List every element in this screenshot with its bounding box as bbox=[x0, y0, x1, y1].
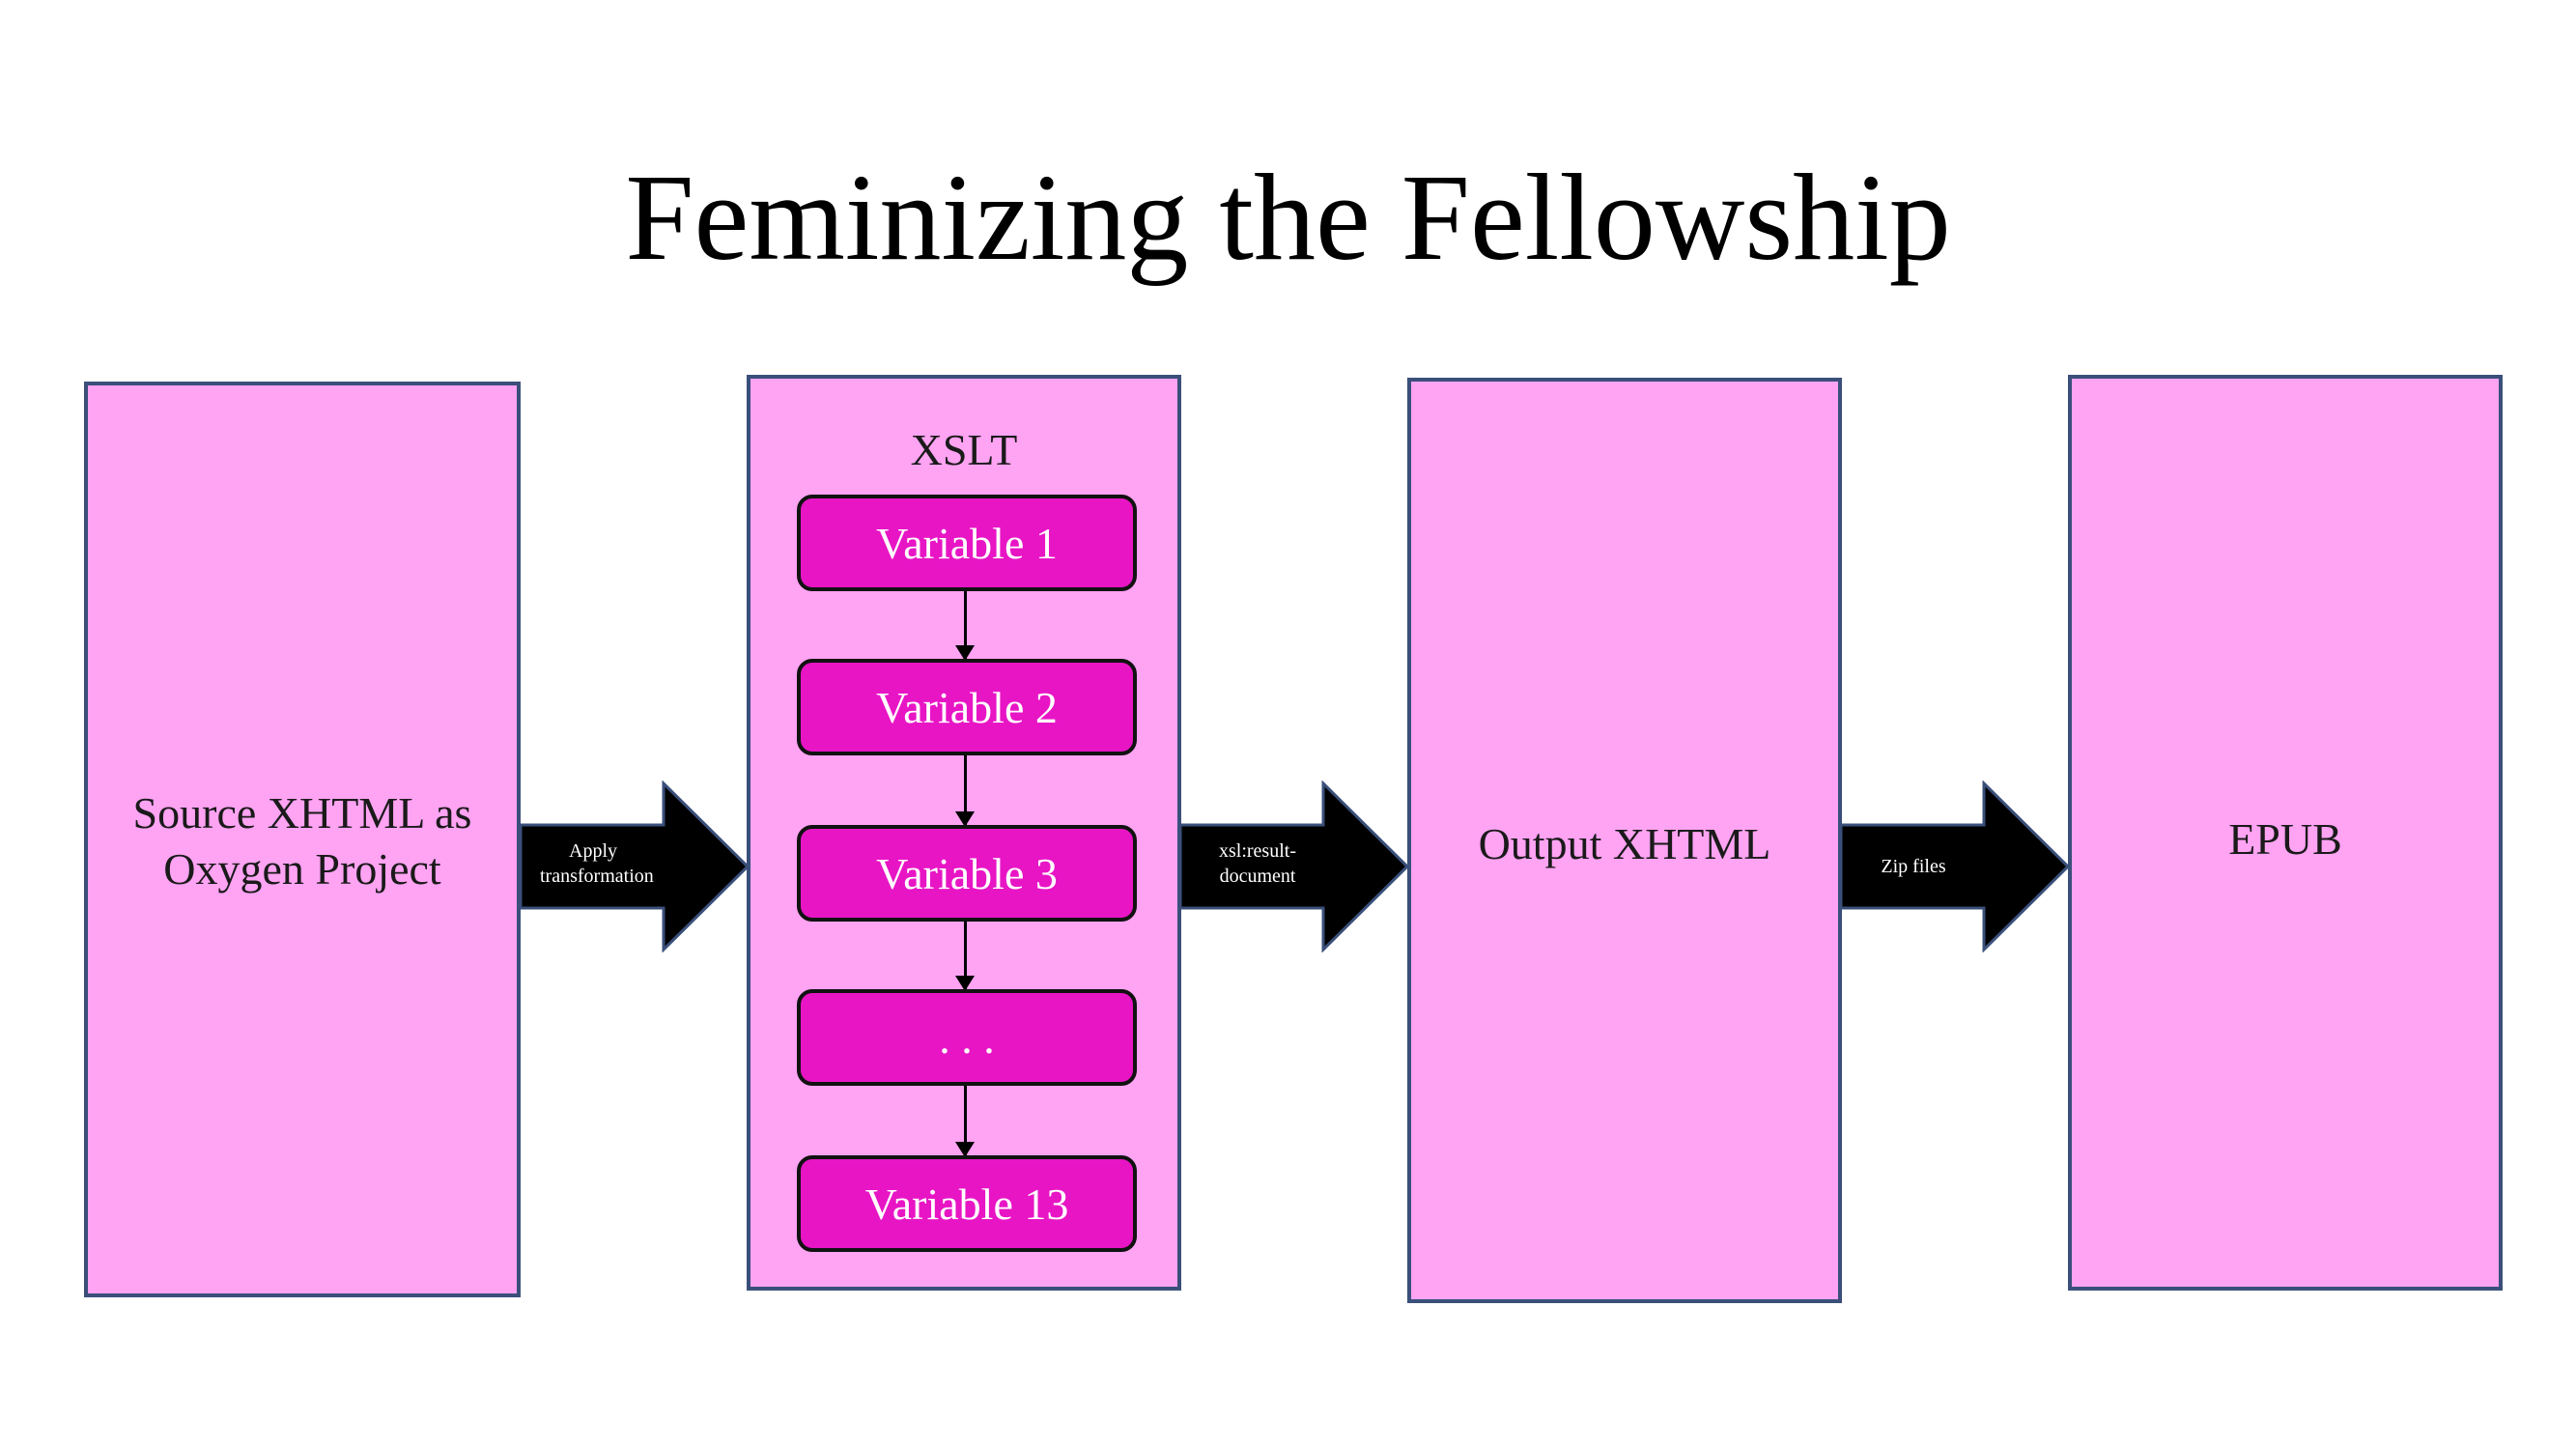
source-box-label: Source XHTML as Oxygen Project bbox=[132, 788, 472, 894]
variable-box-2: Variable 2 bbox=[797, 659, 1137, 755]
variable-box-ellipsis: . . . bbox=[797, 989, 1137, 1086]
connector-4 bbox=[955, 1086, 975, 1157]
apply-transformation-arrow: Apply transformation bbox=[521, 781, 750, 952]
variable-box-13: Variable 13 bbox=[797, 1155, 1137, 1252]
apply-transformation-label: Apply transformation bbox=[540, 840, 654, 887]
connector-1 bbox=[955, 591, 975, 661]
arrow-shape bbox=[1841, 781, 2071, 952]
epub-box: EPUB bbox=[2068, 375, 2503, 1291]
result-document-label: xsl:result-document bbox=[1219, 840, 1296, 887]
arrow-shape bbox=[521, 781, 750, 952]
output-box: Output XHTML bbox=[1407, 378, 1842, 1303]
arrow-shape bbox=[1180, 781, 1410, 952]
connector-3 bbox=[955, 922, 975, 991]
zip-files-arrow: Zip files bbox=[1841, 781, 2071, 952]
source-box: Source XHTML as Oxygen Project bbox=[84, 382, 521, 1297]
result-document-arrow: xsl:result-document bbox=[1180, 781, 1410, 952]
variable-box-1: Variable 1 bbox=[797, 495, 1137, 591]
xslt-box: XSLT Variable 1 Variable 2 Variable 3 . … bbox=[747, 375, 1181, 1291]
xslt-box-label: XSLT bbox=[910, 425, 1018, 474]
zip-files-label: Zip files bbox=[1881, 856, 1946, 877]
diagram-title: Feminizing the Fellowship bbox=[625, 149, 1951, 286]
output-box-label: Output XHTML bbox=[1478, 819, 1771, 868]
variable-box-3: Variable 3 bbox=[797, 825, 1137, 922]
connector-2 bbox=[955, 755, 975, 827]
epub-box-label: EPUB bbox=[2228, 814, 2342, 864]
